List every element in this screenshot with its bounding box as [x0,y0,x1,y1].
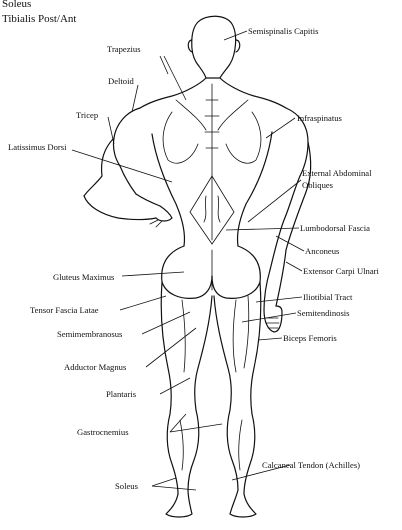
label-semimembranosus: Semimembranosus [57,329,123,339]
header-soleus: Soleus [2,0,31,10]
label-deltoid: Deltoid [108,76,134,86]
label-trapezius: Trapezius [107,44,141,54]
label-extensor-carpi-ulnari: Extensor Carpi Ulnari [303,266,380,276]
label-anconeus: Anconeus [305,246,340,256]
label-lumbodorsal-fascia: Lumbodorsal Fascia [300,223,370,233]
label-calcaneal-tendon: Calcaneal Tendon (Achilles) [262,460,360,470]
label-gastrocnemius: Gastrocnemius [77,427,129,437]
label-gluteus-maximus: Gluteus Maximus [53,272,115,282]
label-biceps-femoris: Biceps Femoris [283,333,337,343]
muscle-labels: Semispinalis Capitis Trapezius Deltoid T… [8,26,380,491]
human-figure-outline [84,16,311,517]
label-tensor-fascia-latae: Tensor Fascia Latae [30,305,99,315]
label-latissimus-dorsi: Latissimus Dorsi [8,142,67,152]
header-tibialis: Tibialis Post/Ant [2,13,76,25]
label-tricep: Tricep [76,110,98,120]
label-external-abdominal: External Abdominal [302,168,372,178]
label-semitendinosis: Semitendinosis [297,308,350,318]
label-iliotibial-tract: Iliotibial Tract [303,292,353,302]
label-infraspinatus: Infraspinatus [297,113,343,123]
label-soleus: Soleus [115,481,139,491]
label-semispinalis-capitis: Semispinalis Capitis [248,26,319,36]
label-obliques: Obliques [302,180,334,190]
label-adductor-magnus: Adductor Magnus [64,362,127,372]
label-plantaris: Plantaris [106,389,137,399]
